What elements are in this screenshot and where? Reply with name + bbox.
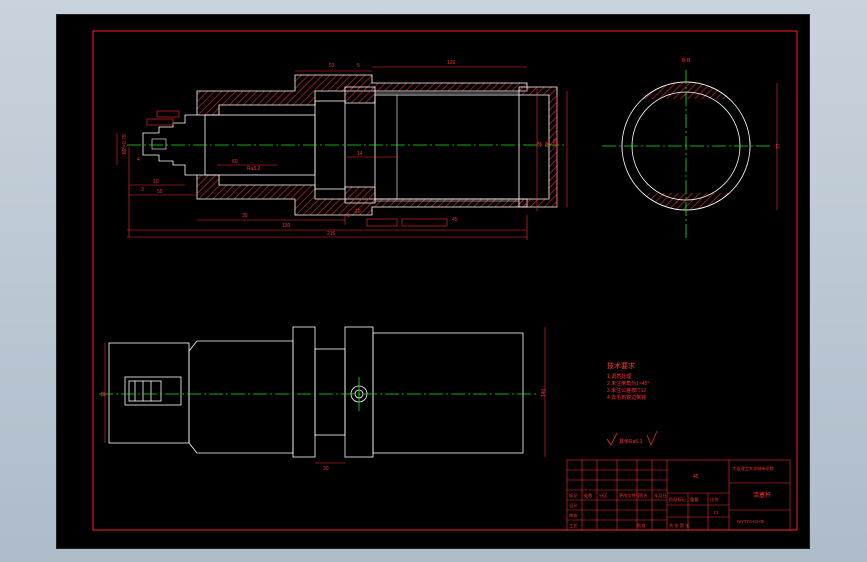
rough-note: 其余Ra6.3 <box>606 430 658 446</box>
dim-left-3: 10 <box>153 179 159 185</box>
roughness-small: Ra3.2 <box>247 166 261 172</box>
plan-dim-2: 140 <box>541 388 547 397</box>
tb-row-4: 更改文件号 <box>619 492 640 499</box>
tb-sheet: 共 张 第 张 <box>669 522 690 529</box>
dim-right-2: 66 <box>545 141 551 147</box>
dim-bottom-3: 130 <box>282 223 291 229</box>
tb-role-4: 批准 <box>637 522 645 529</box>
dim-mid-1: 60 <box>232 159 238 165</box>
dim-left-1: M8×0.75 <box>122 134 128 154</box>
section-b-b: B-B 77 <box>602 58 782 240</box>
dim-mid-2: 14 <box>357 151 363 157</box>
tb-row-6: 年月日 <box>654 492 667 499</box>
dim-top-2: 5 <box>357 63 360 69</box>
tb-role-2: 审核 <box>569 512 578 519</box>
dim-bottom-2: 35 <box>242 213 248 219</box>
dim-left-2: 4 <box>137 157 140 163</box>
dim-left-5: 50 <box>157 189 163 195</box>
dim-mid-3: 45 <box>452 217 458 223</box>
dim-bottom-4: 215 <box>327 231 336 237</box>
hatched-piston-bottom <box>344 186 376 204</box>
tech-line-4: 4.去毛刺锐边倒钝 <box>607 394 646 401</box>
dim-bottom-5: 10 <box>355 209 361 215</box>
dim-top-3: 126 <box>447 60 456 66</box>
plan-dim-1: 19 <box>101 391 107 397</box>
tb-row-1: 标记 <box>569 492 578 499</box>
tech-title: 技术要求 <box>607 361 635 370</box>
tech-line-1: 1.调质处理 <box>607 373 631 380</box>
section-view: 53 5 126 1 35 130 215 10 M8×0.75 4 10 3 … <box>116 60 568 240</box>
plan-view <box>108 326 524 458</box>
dim-top-1: 53 <box>329 63 335 69</box>
dim-left-4: 3 <box>141 187 144 193</box>
dim-right-1: 38 <box>537 141 543 147</box>
tb-role-3: 工艺 <box>569 523 577 528</box>
tb-material: 45 <box>693 474 699 480</box>
title-block <box>566 459 791 531</box>
tb-role-1: 设计 <box>569 502 577 509</box>
tb-school: 大连理工大学城市学院 <box>732 465 775 472</box>
tech-line-3: 3.未注公差按IT12 <box>607 387 646 394</box>
dim-bottom-1: 1 <box>347 213 350 219</box>
tb-col-1: 阶段标记 <box>669 496 687 503</box>
side-dim: 77 <box>776 143 782 149</box>
tb-col-3: 比例 <box>710 496 718 503</box>
tb-col-2: 重量 <box>690 496 698 503</box>
tech-line-2: 2.未注倒角为1×45° <box>607 380 649 387</box>
hatched-piston-top <box>344 86 376 104</box>
section-label: B-B <box>682 58 691 64</box>
plan-dim-3: 20 <box>323 466 329 472</box>
tb-row-5: 签名 <box>639 492 647 499</box>
cad-viewport[interactable]: 53 5 126 1 35 130 215 10 M8×0.75 4 10 3 … <box>57 15 809 548</box>
cad-drawing: 53 5 126 1 35 130 215 10 M8×0.75 4 10 3 … <box>92 30 798 531</box>
tb-drawing-name: 活塞杆 <box>753 491 771 499</box>
tb-row-3: 分区 <box>599 492 607 499</box>
tech-requirements: 技术要求 1.调质处理 2.未注倒角为1×45° 3.未注公差按IT12 4.去… <box>607 361 649 401</box>
tb-scale: 1:1 <box>713 510 719 515</box>
rough-note-text: 其余Ra6.3 <box>619 438 643 445</box>
sheet-border <box>92 30 798 531</box>
tb-row-2: 处数 <box>584 492 593 499</box>
tb-drawing-no: WYTYS-04-09 <box>737 519 765 524</box>
dim-right-3: 130 <box>553 138 559 147</box>
